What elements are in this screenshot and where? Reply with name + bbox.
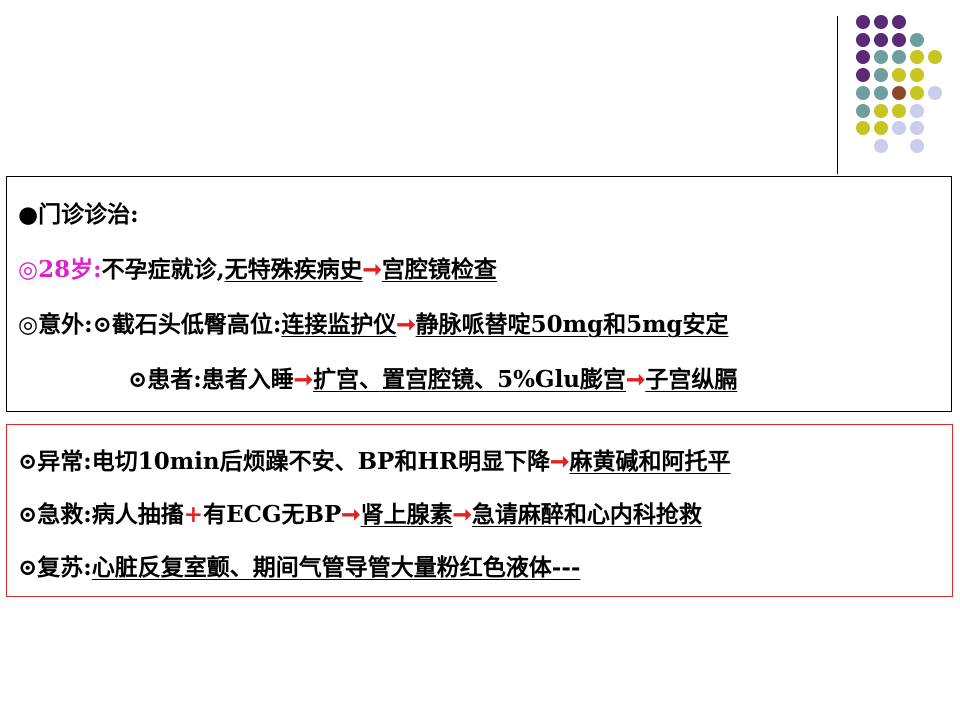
vertical-divider [837, 16, 838, 174]
decor-dot [856, 121, 870, 135]
decor-dot [910, 139, 924, 153]
arrow-icon: ➞ [396, 311, 416, 338]
decor-dot [874, 139, 888, 153]
dot-circle-icon: ⊙ [92, 311, 112, 338]
text-segment: 患者入睡 [201, 366, 294, 393]
decor-dot [892, 15, 906, 29]
bullet-icon: ● [18, 201, 39, 228]
plus-icon: + [183, 501, 204, 528]
decor-dot [874, 50, 888, 64]
label: 患者: [147, 366, 202, 393]
underlined-segment: 子宫纵膈 [645, 366, 738, 393]
arrow-icon: ➞ [293, 366, 314, 393]
label: 意外: [38, 311, 93, 338]
decor-dot [892, 68, 906, 82]
decor-dot [928, 86, 942, 100]
age-label: 28岁: [38, 256, 102, 283]
decor-dot [874, 33, 888, 47]
decor-dot [856, 33, 870, 47]
label: 复苏: [37, 554, 92, 581]
label: 异常: [37, 448, 92, 475]
decor-dot [892, 50, 906, 64]
decor-dot [892, 121, 906, 135]
underlined-segment: 连接监护仪 [281, 311, 397, 338]
box1-line4: ⊙患者:患者入睡➞扩宫、置宫腔镜、5%Glu膨宫➞子宫纵膈 [128, 365, 737, 395]
decor-dot [874, 104, 888, 118]
arrow-icon: ➞ [362, 256, 382, 283]
double-circle-icon: ◎ [18, 256, 39, 283]
underlined-segment: 急请麻醉和心内科抢救 [471, 501, 702, 528]
box2-line3: ⊙复苏:心脏反复室颤、期间气管导管大量粉红色液体--- [18, 553, 580, 583]
text-segment: 不孕症就诊, [101, 256, 225, 283]
underlined-segment: 无特殊疾病史 [224, 256, 363, 283]
dot-circle-icon: ⊙ [18, 501, 38, 528]
box2-line2: ⊙急救:病人抽搐+有ECG无BP➞肾上腺素➞急请麻醉和心内科抢救 [18, 500, 702, 530]
underlined-segment: 静脉哌替啶50mg和5mg安定 [415, 311, 729, 338]
decor-dot [874, 15, 888, 29]
box1-line2: ◎28岁:不孕症就诊,无特殊疾病史➞宫腔镜检查 [18, 255, 497, 285]
decor-dot [892, 86, 906, 100]
underlined-segment: 扩宫、置宫腔镜、5%Glu膨宫 [313, 366, 627, 393]
underlined-segment: 麻黄碱和阿托平 [569, 448, 731, 475]
decor-dot [928, 50, 942, 64]
underlined-segment: 心脏反复室颤、期间气管导管大量粉红色液体--- [91, 554, 581, 581]
decor-dot [874, 86, 888, 100]
decor-dot [910, 68, 924, 82]
arrow-icon: ➞ [550, 448, 570, 475]
emergency-box [6, 424, 953, 597]
decor-dot [856, 50, 870, 64]
label: 急救: [37, 501, 92, 528]
dot-circle-icon: ⊙ [18, 554, 38, 581]
decor-dot [910, 121, 924, 135]
arrow-icon: ➞ [626, 366, 646, 393]
text-segment: 截石头低臀高位: [111, 311, 282, 338]
decor-dot [874, 68, 888, 82]
clinic-treatment-box [6, 176, 952, 412]
double-circle-icon: ◎ [18, 311, 39, 338]
text-segment: 电切10min后烦躁不安、BP和HR明显下降 [91, 448, 551, 475]
box1-line3: ◎意外:⊙截石头低臀高位:连接监护仪➞静脉哌替啶50mg和5mg安定 [18, 310, 729, 340]
arrow-icon: ➞ [452, 501, 472, 528]
dot-circle-icon: ⊙ [128, 366, 148, 393]
decor-dot [856, 104, 870, 118]
decor-dot [874, 121, 888, 135]
box1-line1: ●门诊诊治: [18, 200, 139, 230]
decor-dot [856, 86, 870, 100]
text-segment: 病人抽搐 [91, 501, 184, 528]
box2-line1: ⊙异常:电切10min后烦躁不安、BP和HR明显下降➞麻黄碱和阿托平 [18, 447, 730, 477]
decor-dot [910, 33, 924, 47]
decor-dot [910, 104, 924, 118]
arrow-icon: ➞ [341, 501, 361, 528]
decor-dot [856, 68, 870, 82]
decorative-dot-grid [0, 0, 960, 170]
decor-dot [910, 50, 924, 64]
section-heading: 门诊诊治: [38, 201, 139, 228]
decor-dot [892, 104, 906, 118]
underlined-segment: 宫腔镜检查 [381, 256, 497, 283]
underlined-segment: 肾上腺素 [360, 501, 453, 528]
text-segment: 有ECG无BP [203, 501, 342, 528]
dot-circle-icon: ⊙ [18, 448, 38, 475]
decor-dot [910, 86, 924, 100]
decor-dot [892, 33, 906, 47]
decor-dot [856, 15, 870, 29]
